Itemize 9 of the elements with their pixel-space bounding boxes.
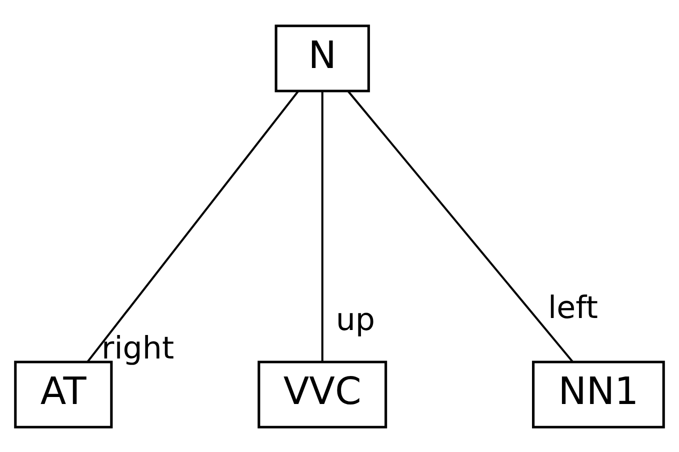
node-box: AT xyxy=(14,360,113,428)
edge-label: left xyxy=(548,289,598,326)
connector xyxy=(86,90,299,362)
connector xyxy=(348,90,574,362)
connector xyxy=(321,90,324,362)
node-box: NN1 xyxy=(532,360,665,428)
node-box: N xyxy=(274,24,370,92)
node-box: VVC xyxy=(258,360,388,428)
edge-label: up xyxy=(336,302,375,338)
